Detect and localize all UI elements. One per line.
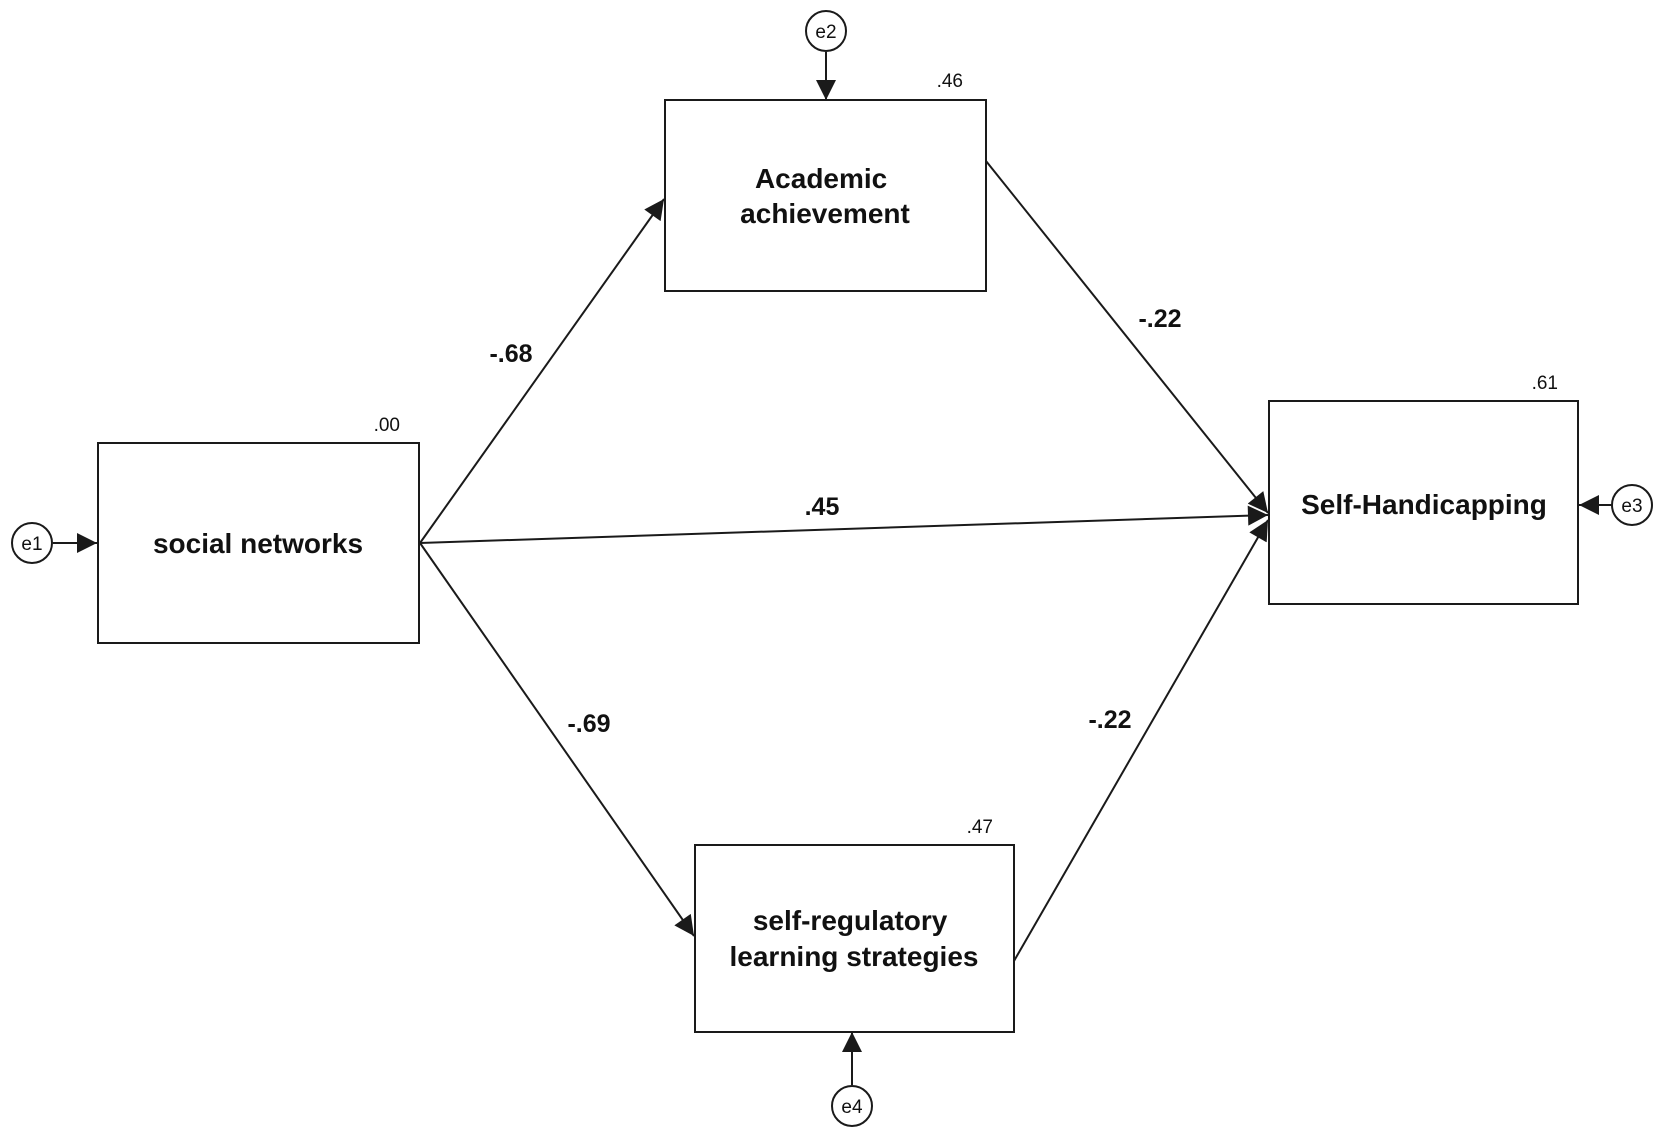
coef-aa-to-sh: -.22 (1138, 305, 1181, 333)
academic-achievement-label: Academic achievement (740, 163, 910, 229)
social-networks-box (97, 442, 420, 644)
self-handicapping-label: Self-Handicapping (1301, 489, 1547, 520)
e4-circle (831, 1085, 873, 1127)
e1-label: e1 (21, 534, 42, 555)
e3-label: e3 (1621, 496, 1642, 517)
e2-label: e2 (815, 22, 836, 43)
path-sn-to-srl (419, 542, 695, 937)
self-regulatory-label: self-regulatory learning strategies (730, 905, 979, 972)
e2-circle (805, 10, 847, 52)
self-regulatory-box (694, 844, 1015, 1033)
self-regulatory-r2: .47 (967, 817, 993, 838)
path-sn-to-aa (419, 198, 665, 544)
academic-achievement-box (664, 99, 987, 292)
path-aa-to-sh (985, 160, 1269, 514)
coef-sn-to-srl: -.69 (567, 710, 610, 738)
coef-sn-to-sh: .45 (805, 493, 840, 521)
social-networks-r2: .00 (374, 415, 400, 436)
e1-circle (11, 522, 53, 564)
path-srl-to-sh (1013, 519, 1269, 962)
self-handicapping-box (1268, 400, 1579, 605)
e4-label: e4 (841, 1097, 863, 1118)
coef-srl-to-sh: -.22 (1088, 706, 1131, 734)
path-sn-to-sh (419, 505, 1269, 544)
e3-circle (1611, 484, 1653, 526)
social-networks-label: social networks (153, 528, 363, 559)
self-handicapping-r2: .61 (1532, 373, 1558, 394)
academic-achievement-r2: .46 (937, 71, 963, 92)
coef-sn-to-aa: -.68 (489, 340, 532, 368)
